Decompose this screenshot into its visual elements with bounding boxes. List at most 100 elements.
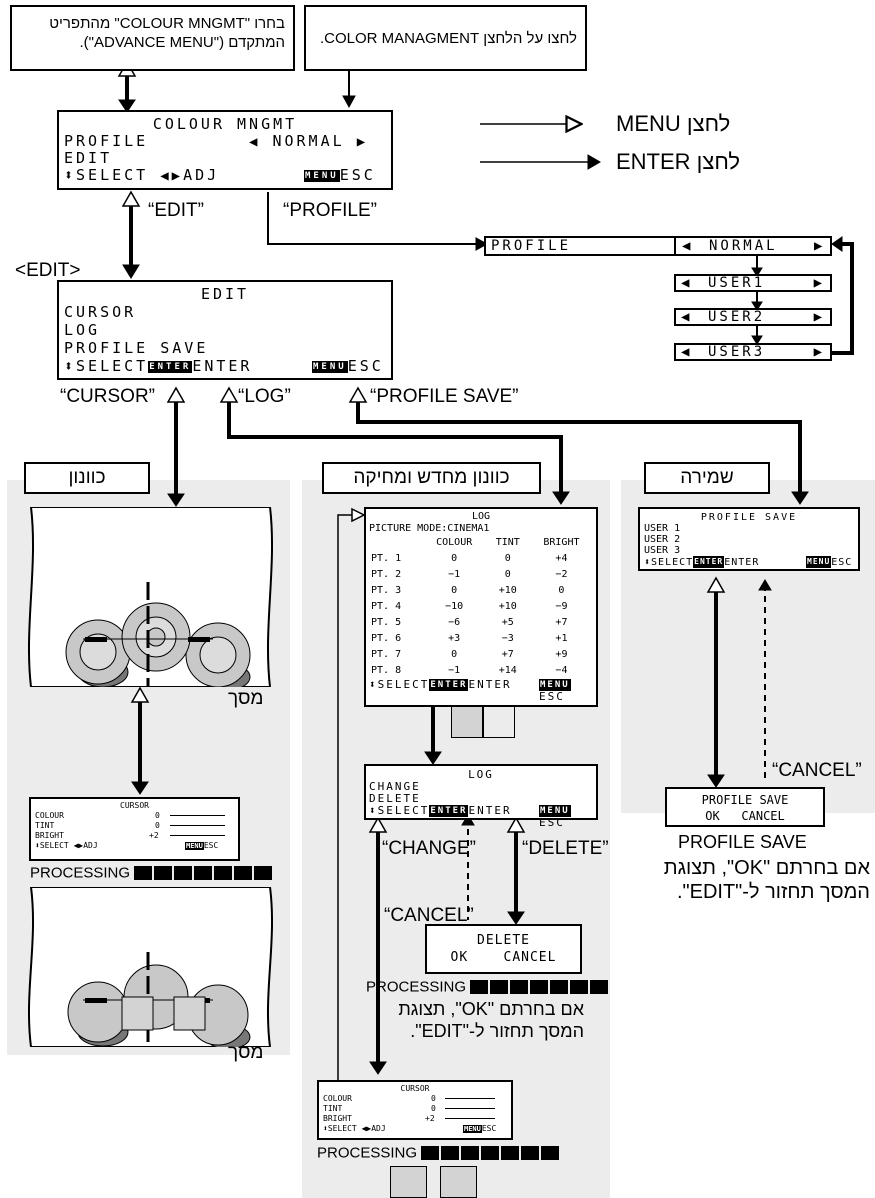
log-cell: −2 (530, 567, 593, 583)
esc-hint: ESC (539, 690, 565, 703)
enter-key-icon: ENTER (429, 805, 468, 817)
ok-note-save: אם בחרתם "OK", תצוגת המסך תחזור ל-"EDIT"… (622, 856, 870, 904)
log-cell: +5 (486, 615, 530, 631)
ok-note-line2: המסך תחזור ל-"EDIT". (366, 1020, 584, 1042)
save-ok-button[interactable]: OK (705, 809, 719, 823)
edit-item-cursor[interactable]: CURSOR (64, 303, 386, 321)
table-row[interactable]: PT. 8−1+14−4 (369, 663, 593, 679)
profile-option-user2-box[interactable]: ◀ USER2 ▶ (674, 308, 832, 326)
profile-option-normal[interactable]: NORMAL (709, 238, 778, 254)
log-cell: +14 (486, 663, 530, 679)
log-cell: −6 (423, 615, 486, 631)
tab-log-readjust-delete: כוונון מחדש ומחיקה (322, 462, 541, 494)
updown-icon: ⬍ (369, 804, 378, 817)
enter-key-icon: ENTER (429, 679, 468, 691)
delete-cancel-button[interactable]: CANCEL (504, 950, 557, 965)
delete-confirm-dialog: DELETE OK CANCEL (425, 924, 582, 974)
cursor-bright-label: BRIGHT (35, 831, 64, 840)
arrow-left-icon: ◀ (682, 238, 693, 254)
profile-option-user1: USER1 (708, 276, 765, 290)
leftright-icon: ◀▶ (160, 168, 183, 184)
arrow-right-icon: ▶ (814, 276, 825, 290)
log-cell: PT. 5 (369, 615, 423, 631)
log-cell: PT. 4 (369, 599, 423, 615)
cursor-colour-label: COLOUR (323, 1094, 352, 1103)
log-header (369, 535, 423, 551)
profile-save-title: PROFILE SAVE (644, 512, 854, 523)
save-item-user2[interactable]: USER 2 (644, 534, 854, 545)
processing-bar-2: PROCESSING (366, 978, 610, 996)
note-press-color-button: לחצו על הלחצן COLOR MANAGMENT. (304, 5, 587, 71)
log-cell: +10 (486, 599, 530, 615)
log-action-osd: LOG CHANGE DELETE ⬍SELECTENTERENTER MENU… (364, 764, 598, 820)
table-row[interactable]: PT. 6+3−3+1 (369, 631, 593, 647)
log-cell: −10 (423, 599, 486, 615)
slider-track[interactable] (445, 1108, 495, 1109)
cursor-colour-value: 0 (431, 1094, 436, 1104)
profile-option-user1-box[interactable]: ◀ USER1 ▶ (674, 274, 832, 292)
enter-hint: ENTER (468, 804, 511, 817)
arrow-left-icon: ◀ (681, 275, 692, 291)
log-quote: “LOG” (238, 386, 291, 408)
arrow-right-icon: ▶ (814, 238, 825, 254)
updown-icon: ⬍ (369, 678, 378, 691)
log-cell: 0 (486, 551, 530, 567)
save-item-user1[interactable]: USER 1 (644, 523, 854, 534)
ok-note-log: אם בחרתם "OK", תצוגת המסך תחזור ל-"EDIT"… (366, 998, 584, 1042)
cursor-bright-value: +2 (425, 1114, 435, 1124)
edit-item-profile-save[interactable]: PROFILE SAVE (64, 339, 386, 357)
table-row[interactable]: PT. 4−10+10−9 (369, 599, 593, 615)
save-cancel-button[interactable]: CANCEL (741, 809, 784, 823)
delete-confirm-title: DELETE (427, 932, 580, 949)
processing-bar-1: PROCESSING (30, 864, 274, 882)
edit-item-log[interactable]: LOG (64, 321, 386, 339)
profile-quote: “PROFILE” (283, 200, 377, 222)
enter-hint: ENTER (724, 557, 759, 568)
profile-option-user3-box[interactable]: ◀ USER3 ▶ (674, 343, 832, 361)
slider-track[interactable] (445, 1118, 495, 1119)
tab-cursor-adjust: כוונון (24, 462, 150, 494)
log-cell: −1 (423, 663, 486, 679)
leftright-icon: ◀▶ (362, 1124, 372, 1133)
slider-track[interactable] (170, 825, 225, 826)
adj-hint: ADJ (371, 1124, 385, 1133)
log-header: TINT (486, 535, 530, 551)
esc-hint: ESC (340, 166, 376, 184)
save-item-user3[interactable]: USER 3 (644, 545, 854, 556)
log-cell: 0 (486, 567, 530, 583)
cursor-osd-title: CURSOR (35, 801, 234, 811)
log-cell: +7 (530, 615, 593, 631)
log-cell: 0 (423, 551, 486, 567)
slider-track[interactable] (445, 1098, 495, 1099)
screen-image-roses (28, 507, 273, 687)
tab-save: שמירה (644, 462, 770, 494)
log-cell: −1 (423, 567, 486, 583)
profile-selector[interactable]: ◀ NORMAL ▶ (249, 133, 368, 151)
delete-ok-button[interactable]: OK (451, 950, 469, 965)
slider-track[interactable] (170, 835, 225, 836)
profile-chain-bar: PROFILE ◀ NORMAL ▶ (484, 236, 832, 256)
table-row[interactable]: PT. 5−6+5+7 (369, 615, 593, 631)
preview-swatch (440, 1166, 477, 1198)
ok-note-line1: אם בחרתם "OK", תצוגת (366, 998, 584, 1020)
cancel-quote-save: “CANCEL” (772, 760, 862, 782)
ok-note-line2: המסך תחזור ל-"EDIT". (622, 880, 870, 904)
log-header: COLOUR (423, 535, 486, 551)
colour-mngmt-edit[interactable]: EDIT (64, 150, 386, 167)
log-cell: 0 (530, 583, 593, 599)
cursor-colour-value: 0 (155, 811, 160, 821)
esc-hint: ESC (348, 357, 384, 375)
preview-swatch (451, 706, 483, 738)
enter-key-icon: ENTER (148, 361, 192, 373)
menu-key-icon: MENU (185, 842, 204, 850)
slider-track[interactable] (170, 815, 225, 816)
processing-label: PROCESSING (317, 1145, 417, 1162)
profile-option-user3: USER3 (708, 345, 765, 359)
log-osd: LOG PICTURE MODE:CINEMA1 COLOUR TINT BRI… (364, 507, 598, 707)
enter-hint: ENTER (192, 357, 252, 375)
